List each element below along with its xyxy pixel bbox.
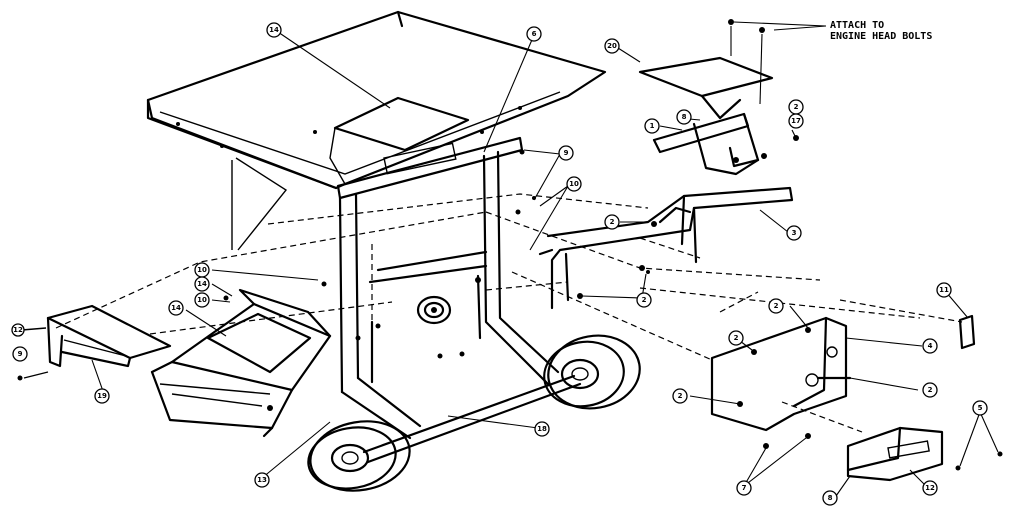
callout-9-left: 9 — [12, 346, 28, 362]
callout-label: 4 — [928, 342, 933, 350]
callout-label: 12 — [13, 326, 23, 334]
callout-2-right: 2 — [922, 382, 938, 398]
callout-10-left: 10 — [194, 262, 210, 278]
main-frame — [336, 136, 560, 440]
lower-hopper — [150, 288, 332, 438]
callout-label: 14 — [171, 304, 181, 312]
callout-label: 20 — [607, 42, 617, 50]
callout-18: 18 — [534, 421, 550, 437]
callout-2-plate: 2 — [768, 298, 784, 314]
callout-8-bottom: 8 — [822, 490, 838, 506]
callout-label: 19 — [97, 392, 107, 400]
callout-label: 6 — [532, 30, 537, 38]
callout-label: 9 — [564, 149, 569, 157]
callout-9-mid: 9 — [558, 145, 574, 161]
callout-label: 10 — [569, 180, 579, 188]
callout-label: 7 — [742, 484, 747, 492]
callout-12-bottom: 12 — [922, 480, 938, 496]
note-line-1: ATTACH TO — [830, 20, 884, 31]
callout-label: 5 — [978, 404, 983, 412]
callout-1: 1 — [644, 118, 660, 134]
callout-2-mid: 2 — [604, 214, 620, 230]
callout-label: 18 — [537, 425, 547, 433]
callout-3: 3 — [786, 225, 802, 241]
callout-label: 10 — [197, 296, 207, 304]
callout-7: 7 — [736, 480, 752, 496]
fasteners — [223, 149, 657, 341]
callout-label: 17 — [791, 117, 801, 125]
callout-10-mid: 10 — [566, 176, 582, 192]
note-line-2: ENGINE HEAD BOLTS — [830, 31, 932, 42]
callout-8: 8 — [676, 109, 692, 125]
callout-14-left: 14 — [194, 276, 210, 292]
callout-label: 2 — [794, 103, 799, 111]
callout-label: 12 — [925, 484, 935, 492]
callout-label: 8 — [682, 113, 687, 121]
callout-10-left2: 10 — [194, 292, 210, 308]
callout-5: 5 — [972, 400, 988, 416]
callout-20: 20 — [604, 38, 620, 54]
callout-6: 6 — [526, 26, 542, 42]
callout-14-top: 14 — [266, 22, 282, 38]
callout-2-center: 2 — [636, 292, 652, 308]
drive-pulley — [416, 295, 465, 359]
callout-label: 2 — [678, 392, 683, 400]
callout-label: 3 — [792, 229, 797, 237]
leader-lines — [91, 21, 999, 497]
callout-label: 11 — [939, 286, 949, 294]
callout-19: 19 — [94, 388, 110, 404]
callout-label: 8 — [828, 494, 833, 502]
deflector-plate — [958, 314, 976, 350]
engine-bracket — [638, 19, 799, 176]
callout-label: 2 — [774, 302, 779, 310]
handle — [538, 186, 794, 310]
callout-2-top-right: 2 — [788, 99, 804, 115]
right-wheel — [543, 334, 641, 410]
callout-11: 11 — [936, 282, 952, 298]
callout-12-left: 12 — [11, 323, 25, 337]
callout-label: 13 — [257, 476, 267, 484]
callout-label: 2 — [734, 334, 739, 342]
axle — [362, 374, 582, 464]
callout-2-plate2: 2 — [728, 330, 744, 346]
callout-13: 13 — [254, 472, 270, 488]
bottom-guard — [763, 426, 1003, 482]
callout-label: 10 — [197, 266, 207, 274]
left-wheel — [307, 420, 411, 492]
callout-label: 9 — [18, 350, 23, 358]
callout-label: 1 — [650, 122, 655, 130]
callout-14-hopper: 14 — [168, 300, 184, 316]
top-chute — [146, 10, 607, 251]
callout-2-low: 2 — [672, 388, 688, 404]
callout-17: 17 — [788, 113, 804, 129]
side-panel — [15, 304, 172, 381]
callout-label: 14 — [197, 280, 207, 288]
assembly-outline — [55, 193, 963, 433]
callout-label: 14 — [269, 26, 279, 34]
callout-label: 2 — [928, 386, 933, 394]
callout-label: 2 — [610, 218, 615, 226]
callout-4: 4 — [922, 338, 938, 354]
callout-label: 2 — [642, 296, 647, 304]
